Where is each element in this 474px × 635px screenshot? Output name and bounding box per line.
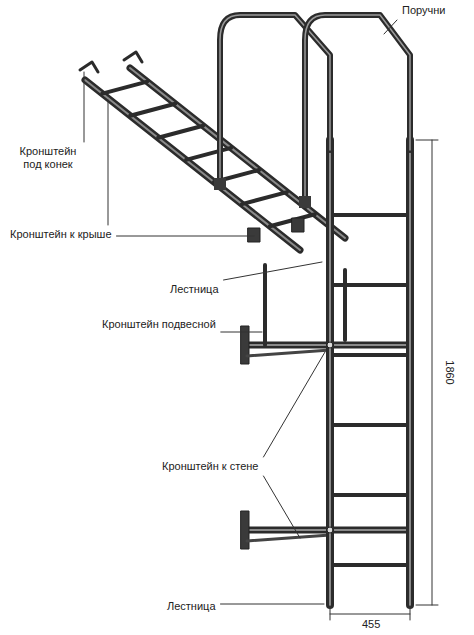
handrail [214, 15, 410, 208]
dimension-label: 1860 [442, 358, 455, 386]
wall-bracket [241, 511, 410, 549]
roof-bracket [248, 228, 260, 242]
ridge-bracket [80, 62, 98, 72]
leader-line [108, 100, 109, 225]
leader-line [263, 476, 300, 538]
part-label: Кронштейн к крыше [8, 228, 114, 241]
leader-line [384, 20, 397, 34]
roof-bracket [292, 218, 304, 232]
leader-line [84, 72, 85, 142]
part-label: Лестница [165, 600, 218, 613]
leader-line [117, 236, 255, 237]
dimension-label: 455 [360, 618, 382, 631]
dimension-line [330, 140, 438, 620]
part-label: Поручни [400, 4, 447, 17]
rung [130, 104, 175, 116]
rung [330, 213, 410, 217]
leader-lines [84, 20, 397, 604]
rung [330, 283, 410, 287]
part-label: Лестница [168, 283, 221, 296]
rung [102, 82, 147, 94]
leader-line [221, 332, 262, 333]
leader-line [263, 352, 325, 457]
rung [330, 493, 410, 497]
part-label: Кронштейн под конек [8, 145, 88, 171]
ridge-bracket [124, 52, 142, 62]
rung [186, 148, 231, 160]
part-label: Кронштейн к стене [160, 460, 260, 473]
rung [330, 423, 410, 427]
leader-line [224, 262, 322, 280]
rung [330, 353, 410, 357]
wall-ladder [327, 140, 410, 605]
part-label: Кронштейн подвесной [100, 318, 218, 331]
rung [330, 563, 410, 567]
rung [158, 126, 203, 138]
rung [242, 192, 287, 204]
leader-line [221, 604, 324, 605]
